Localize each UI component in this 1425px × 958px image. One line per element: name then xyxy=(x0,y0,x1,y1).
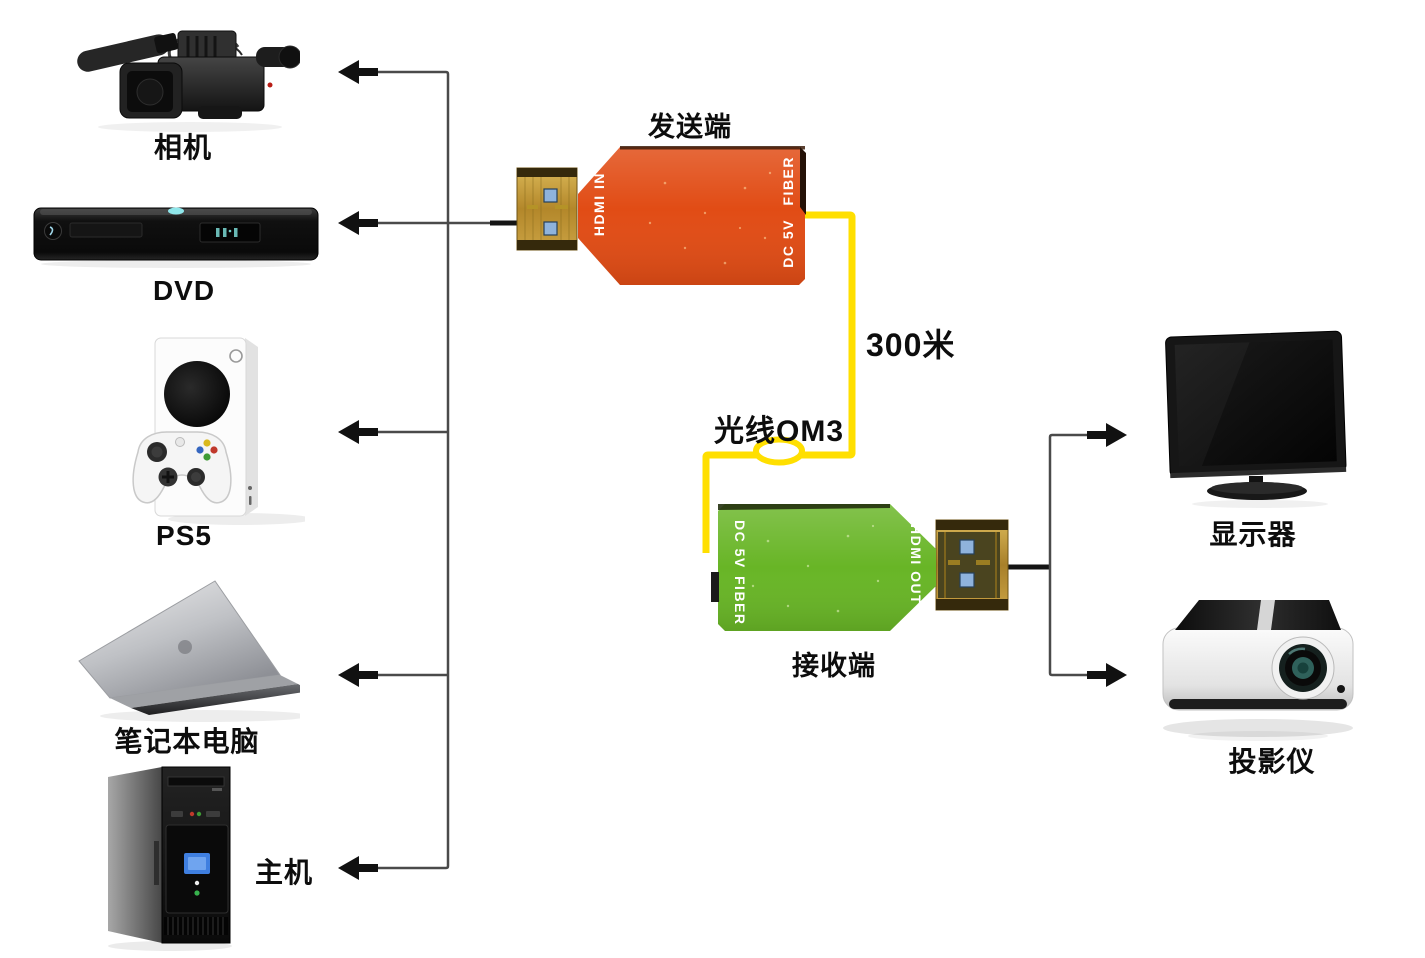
arrow-to-monitor-icon xyxy=(1087,423,1127,447)
output-trunk-line xyxy=(1048,433,1089,677)
fiber-port xyxy=(711,572,719,602)
label-host: 主机 xyxy=(254,857,314,888)
hdmi-in-plug xyxy=(516,167,578,251)
rx-hdmi-out-label: HDMI OUT xyxy=(908,524,924,606)
device-camera xyxy=(70,5,300,135)
fiber-receiver-unit xyxy=(698,496,1013,638)
device-projector xyxy=(1155,588,1365,743)
console-illustration xyxy=(132,337,305,525)
fiber-transmitter-unit xyxy=(515,143,810,289)
device-dvd xyxy=(30,198,322,270)
sender-title: 发送端 xyxy=(648,112,732,142)
dvd-illustration xyxy=(33,207,319,268)
monitor-illustration xyxy=(1165,330,1347,508)
device-desktop xyxy=(100,763,245,953)
label-projector: 投影仪 xyxy=(1228,746,1316,777)
arrow-to-camera-icon xyxy=(338,60,378,84)
projector-illustration xyxy=(1162,600,1354,741)
arrow-to-dvd-icon xyxy=(338,211,378,235)
tx-fiber-label: FIBER xyxy=(780,156,796,206)
arrow-to-ps5-icon xyxy=(338,420,378,444)
cable-length-label: 300米 xyxy=(866,327,956,363)
transmitter-illustration xyxy=(516,146,806,285)
cable-type-label: 光线OM3 xyxy=(713,415,845,448)
camera-illustration xyxy=(77,30,300,132)
tx-dc5v-label: DC 5V xyxy=(780,219,796,268)
label-camera: 相机 xyxy=(153,132,213,163)
rx-fiber-label: FIBER xyxy=(732,576,748,626)
source-trunk-line xyxy=(377,70,450,870)
rx-dc5v-label: DC 5V xyxy=(732,520,748,569)
label-monitor: 显示器 xyxy=(1209,519,1297,550)
camera-microphone xyxy=(77,33,179,72)
label-ps5: PS5 xyxy=(156,520,212,551)
console-controller xyxy=(132,431,232,504)
fiber-coil-loop xyxy=(753,436,805,466)
arrow-to-laptop-icon xyxy=(338,663,378,687)
receiver-title: 接收端 xyxy=(792,651,876,681)
camera-lens xyxy=(119,62,183,119)
label-laptop: 笔记本电脑 xyxy=(114,726,260,757)
label-dvd: DVD xyxy=(152,275,216,306)
fiber-cable-line xyxy=(702,211,856,553)
hdmi-out-plug xyxy=(935,519,1009,611)
receiver-illustration xyxy=(711,504,1009,631)
device-monitor xyxy=(1160,330,1355,515)
tx-hdmi-in-label: HDMI IN xyxy=(591,172,607,237)
device-laptop xyxy=(65,575,300,730)
device-console xyxy=(100,330,305,530)
arrow-to-host-icon xyxy=(338,856,378,880)
desktop-illustration xyxy=(108,766,232,951)
laptop-illustration xyxy=(78,580,300,722)
projector-lens xyxy=(1271,636,1335,700)
arrow-to-projector-icon xyxy=(1087,663,1127,687)
